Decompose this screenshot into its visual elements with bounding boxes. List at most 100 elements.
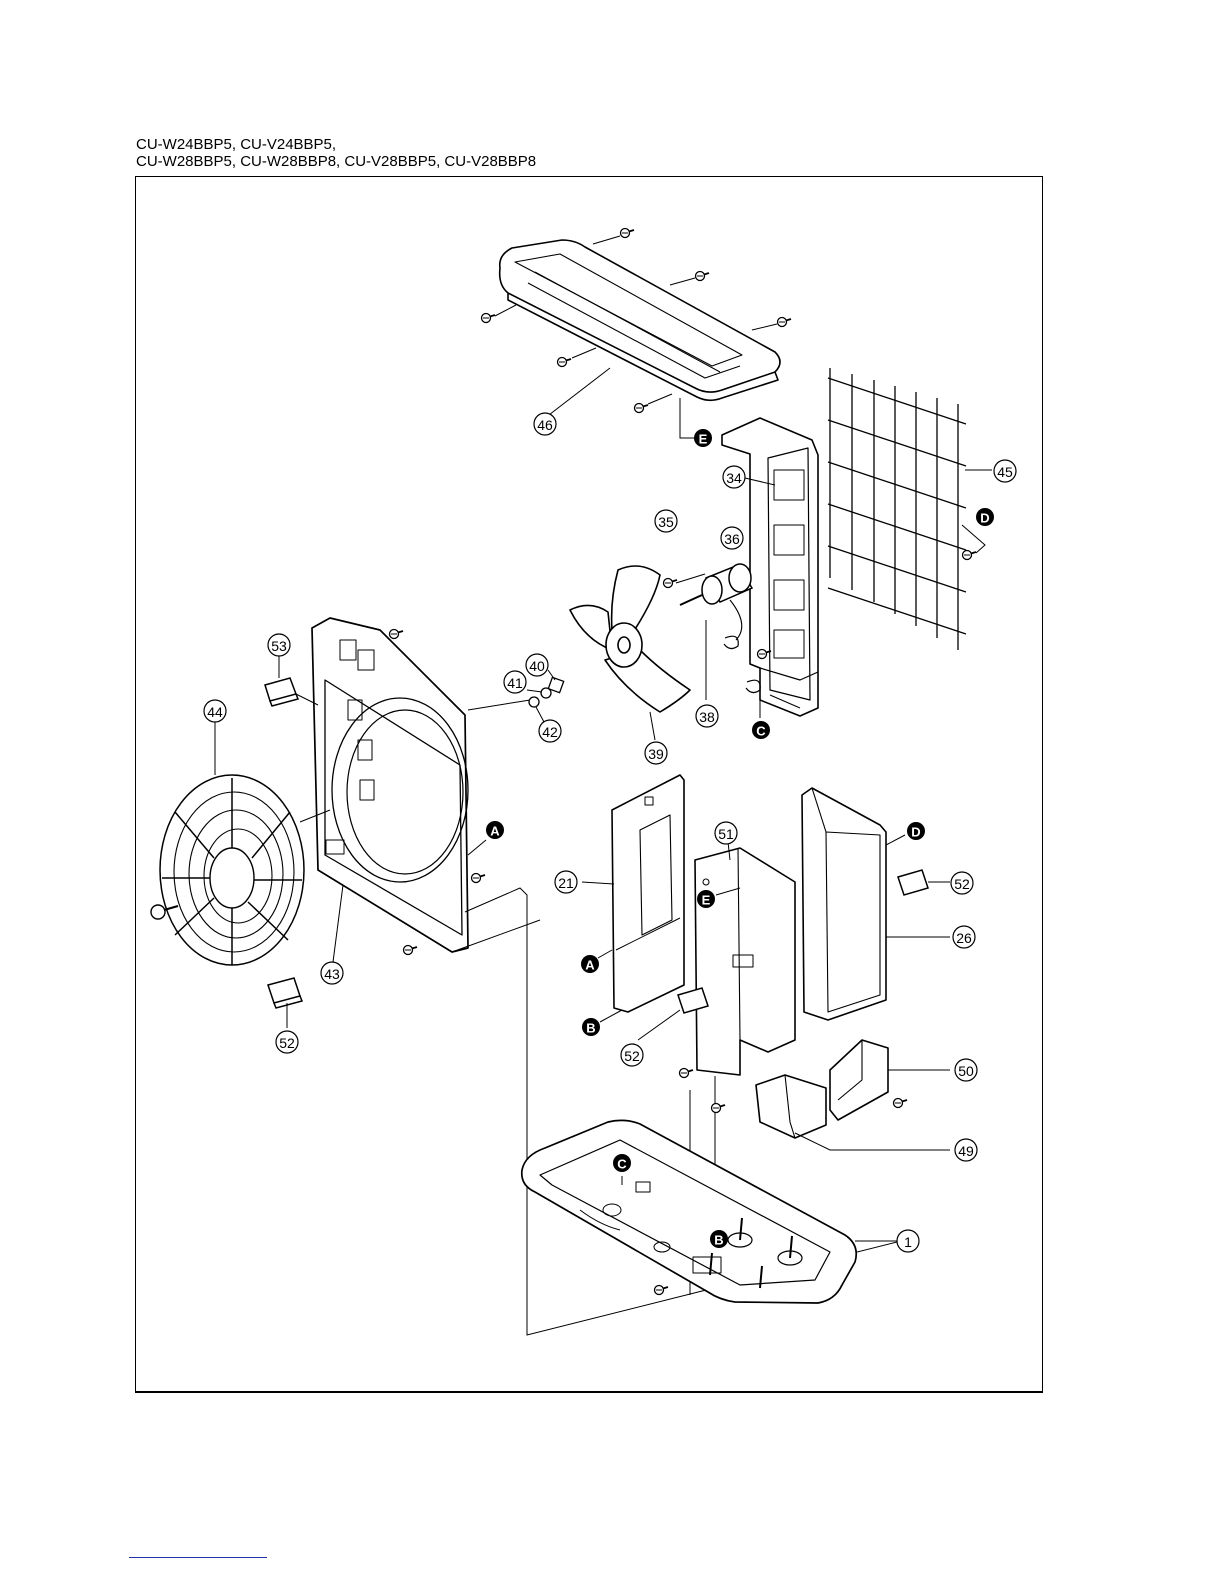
- callout-50-label: 50: [958, 1063, 974, 1079]
- marker-C-base: C: [613, 1154, 631, 1172]
- marker-A-front: A: [486, 821, 504, 839]
- terminal-bracket-50: [830, 1040, 888, 1120]
- terminal-bracket-49: [756, 1075, 826, 1138]
- cabinet-screw-side: [472, 874, 486, 883]
- callout-53-label: 53: [271, 638, 287, 654]
- callout-44-label: 44: [207, 704, 223, 720]
- callout-39-label: 39: [648, 746, 664, 762]
- footer-rule: [129, 1557, 267, 1558]
- callout-51: 51: [715, 822, 737, 844]
- callout-41-label: 41: [507, 675, 523, 691]
- cabinet-screw-top: [390, 630, 404, 639]
- leader-39: [650, 712, 655, 740]
- callout-34-label: 34: [726, 470, 742, 486]
- marker-A-side: A: [581, 955, 599, 973]
- marker-B-side-label: B: [586, 1021, 595, 1036]
- callout-52-right-label: 52: [954, 876, 970, 892]
- fan-guard: [160, 775, 304, 965]
- callout-26-label: 26: [956, 930, 972, 946]
- callout-34: 34: [723, 466, 745, 488]
- marker-B-base-label: B: [714, 1233, 723, 1248]
- marker-E-mid: E: [697, 890, 715, 908]
- leader-21: [582, 882, 614, 884]
- carry-handle-53: [265, 678, 298, 706]
- rear-wire-grille: [828, 368, 966, 650]
- base-screw: [655, 1286, 669, 1295]
- cabinet-screw-bottom: [404, 946, 418, 955]
- marker-A-side-label: A: [585, 958, 595, 973]
- leader-46: [545, 368, 610, 418]
- leader-D-side: [886, 835, 905, 845]
- marker-C-top: C: [752, 721, 770, 739]
- callout-43: 43: [321, 962, 343, 984]
- carry-handle-52-left: [268, 978, 302, 1008]
- leader-49: [795, 1133, 950, 1150]
- leader-52-mid: [638, 1010, 680, 1040]
- callout-21-label: 21: [558, 875, 574, 891]
- callout-40: 40: [526, 654, 548, 676]
- callout-52-left-label: 52: [279, 1035, 295, 1051]
- leader-35: [676, 574, 705, 583]
- marker-E-mid-label: E: [702, 893, 711, 908]
- connection-markers: E D C A D E A B C B: [486, 429, 994, 1248]
- leader-A-side: [598, 950, 612, 958]
- top-panel: [500, 240, 780, 400]
- callout-1: 1: [897, 1230, 919, 1252]
- box-screw: [680, 1069, 694, 1078]
- callout-35: 35: [655, 510, 677, 532]
- callout-21: 21: [555, 871, 577, 893]
- callout-52-right: 52: [951, 872, 973, 894]
- callout-49-label: 49: [958, 1143, 974, 1159]
- side-cabinet-26: [802, 788, 886, 1020]
- callout-26: 26: [953, 926, 975, 948]
- guard-screw: [151, 905, 178, 919]
- marker-C-top-label: C: [756, 724, 766, 739]
- callout-35-label: 35: [658, 514, 674, 530]
- cable-clip: [724, 636, 738, 648]
- callout-42: 42: [539, 720, 561, 742]
- leader-B-side: [600, 1010, 622, 1022]
- callout-45: 45: [994, 460, 1016, 482]
- callout-44: 44: [204, 700, 226, 722]
- callout-36-label: 36: [724, 531, 740, 547]
- callout-39: 39: [645, 742, 667, 764]
- callout-42-label: 42: [542, 724, 558, 740]
- fan-nut-washer: [529, 677, 564, 707]
- marker-D-side: D: [907, 822, 925, 840]
- leader-41: [527, 690, 542, 692]
- front-cabinet: [312, 618, 468, 952]
- motor-screw: [664, 579, 678, 588]
- callout-1-label: 1: [904, 1234, 912, 1250]
- marker-D-side-label: D: [911, 825, 920, 840]
- grille-screw: [963, 551, 977, 560]
- marker-B-side: B: [582, 1018, 600, 1036]
- callout-51-label: 51: [718, 826, 734, 842]
- callout-43-label: 43: [324, 966, 340, 982]
- leader-cabinet-fan: [468, 700, 530, 710]
- callout-52-left: 52: [276, 1031, 298, 1053]
- propeller-fan: [570, 566, 690, 712]
- fan-motor: [680, 564, 752, 640]
- callout-46: 46: [534, 413, 556, 435]
- cable-clip-2: [746, 680, 760, 692]
- callout-38-label: 38: [699, 709, 715, 725]
- marker-B-base: B: [710, 1230, 728, 1248]
- marker-E-top: E: [694, 429, 712, 447]
- marker-D-top-label: D: [980, 511, 989, 526]
- callout-38: 38: [696, 705, 718, 727]
- leader-43: [333, 885, 343, 962]
- callout-46-label: 46: [537, 417, 553, 433]
- callout-40-label: 40: [529, 658, 545, 674]
- marker-A-front-label: A: [490, 824, 500, 839]
- bracket-screw: [894, 1099, 908, 1108]
- marker-D-top: D: [976, 508, 994, 526]
- callout-53: 53: [268, 634, 290, 656]
- carry-handle-52-right: [898, 870, 928, 895]
- control-board-cover-51: [695, 848, 795, 1075]
- marker-E-top-label: E: [699, 432, 708, 447]
- leader-A-front: [468, 840, 486, 855]
- callout-45-label: 45: [997, 464, 1013, 480]
- callout-52-mid: 52: [621, 1044, 643, 1066]
- marker-C-base-label: C: [617, 1157, 627, 1172]
